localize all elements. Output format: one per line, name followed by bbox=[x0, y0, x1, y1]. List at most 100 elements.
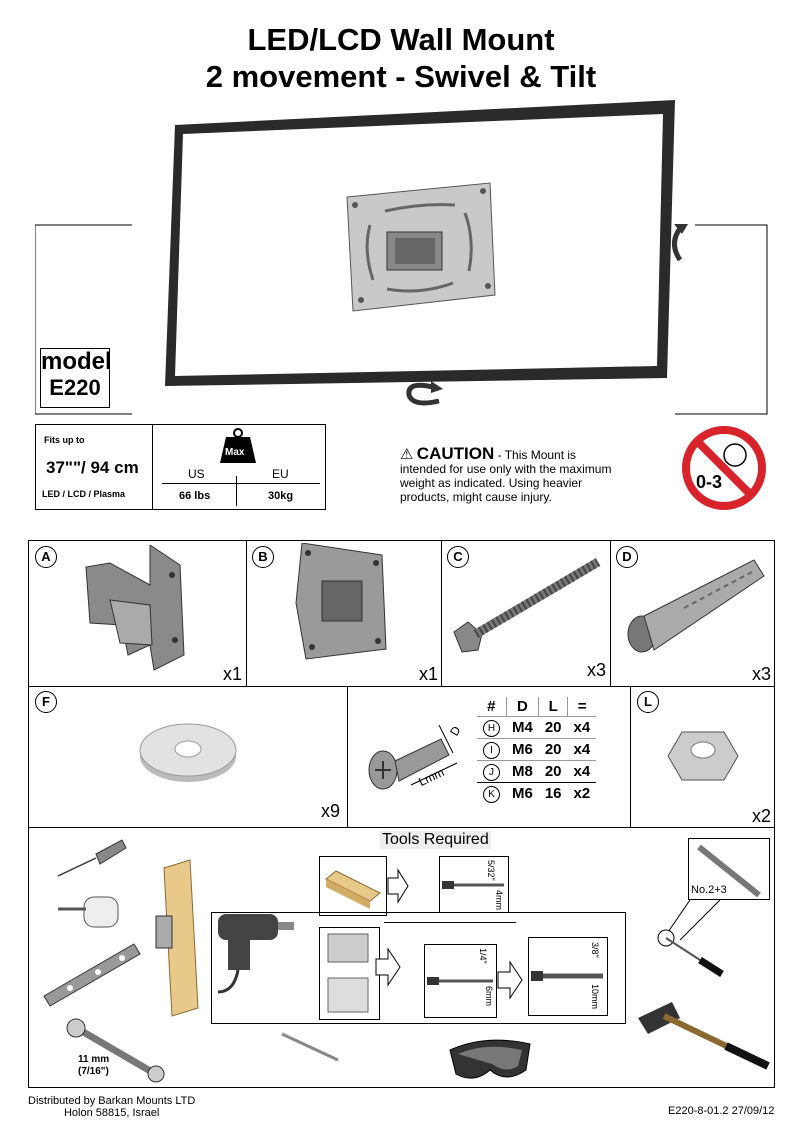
wall-bracket-image bbox=[85, 545, 185, 671]
wrench-icon bbox=[66, 1018, 165, 1083]
col-divider bbox=[610, 540, 611, 686]
table-row: H M4 20 x4 bbox=[477, 716, 597, 739]
arrow-right-icon bbox=[387, 868, 409, 904]
hammer-icon bbox=[638, 1002, 770, 1070]
part-letter-b: B bbox=[252, 546, 274, 568]
concrete-bit-mm: 10mm bbox=[590, 984, 600, 1010]
distributor-name: Distributed by Barkan Mounts LTD bbox=[28, 1095, 196, 1107]
caution-line: products, might cause injury. bbox=[400, 490, 552, 504]
row-l: 20 bbox=[544, 741, 562, 758]
screwdriver-callout bbox=[688, 838, 770, 900]
row-qty: x4 bbox=[573, 741, 591, 758]
table-header: = bbox=[567, 697, 597, 717]
col-divider bbox=[347, 686, 348, 827]
tools-heading: Tools Required bbox=[380, 831, 491, 849]
part-letter-a: A bbox=[35, 546, 57, 568]
arrow-right-icon bbox=[497, 960, 523, 1000]
part-letter-l: L bbox=[637, 691, 659, 713]
pencil-icon bbox=[281, 1032, 339, 1062]
wood-block-icon bbox=[325, 870, 381, 909]
wrench-size-inch: (7/16") bbox=[78, 1066, 109, 1077]
screwdriver-size: No.2+3 bbox=[691, 884, 727, 896]
part-letter-d: D bbox=[616, 546, 638, 568]
table-header: L bbox=[538, 697, 568, 717]
row-qty: x2 bbox=[573, 785, 591, 802]
brick-bit-box bbox=[424, 944, 497, 1018]
tilt-arrow-icon bbox=[672, 224, 688, 262]
caution-line: weight as indicated. Using heavier bbox=[400, 476, 583, 490]
divider bbox=[152, 425, 153, 509]
part-letter-f: F bbox=[35, 691, 57, 713]
drill-bit-icon bbox=[531, 971, 603, 981]
eu-value: 30kg bbox=[268, 490, 294, 502]
caution-lead: - This Mount is bbox=[494, 448, 577, 462]
caution-heading: CAUTION bbox=[416, 444, 495, 463]
brick-block-icon bbox=[327, 933, 369, 1013]
fits-size: 37""/ 94 cm bbox=[46, 458, 139, 477]
row-qty: x4 bbox=[573, 719, 591, 736]
weight-icon bbox=[220, 428, 256, 463]
distributor: Distributed by Barkan Mounts LTD Holon 5… bbox=[28, 1095, 195, 1119]
brick-bit-mm: 6mm bbox=[484, 986, 494, 1006]
rule bbox=[236, 476, 237, 506]
max-badge: Max bbox=[225, 447, 245, 458]
col-divider bbox=[441, 540, 442, 686]
row-d: M4 bbox=[512, 719, 533, 736]
part-qty-a: x1 bbox=[223, 664, 243, 684]
swivel-arrow-icon bbox=[406, 381, 443, 406]
col-divider bbox=[630, 686, 631, 827]
row-id: I bbox=[483, 742, 500, 759]
tv-plate-image bbox=[295, 543, 387, 660]
warning-icon: ⚠ bbox=[400, 446, 414, 463]
tv-mount-illustration bbox=[35, 100, 768, 415]
wood-material-box bbox=[319, 856, 387, 916]
title-line-2: 2 movement - Swivel & Tilt bbox=[205, 59, 597, 94]
part-qty-l: x2 bbox=[752, 806, 772, 826]
wrench-size: 11 mm (7/16") bbox=[78, 1054, 109, 1078]
table-header-row: # D L = bbox=[477, 697, 597, 717]
row-l: 16 bbox=[544, 785, 562, 802]
part-qty-c: x3 bbox=[587, 660, 607, 680]
wall-anchor-image bbox=[627, 559, 765, 653]
hex-nut-image bbox=[667, 731, 739, 781]
wrench-size-mm: 11 mm bbox=[78, 1054, 110, 1065]
wood-bit-box bbox=[439, 856, 509, 913]
part-qty-d: x3 bbox=[752, 664, 772, 684]
lag-screw-image bbox=[453, 558, 601, 653]
drilling-diagram bbox=[211, 912, 626, 1024]
part-letter-c: C bbox=[447, 546, 469, 568]
screwdriver-icon bbox=[657, 900, 724, 977]
screw-table: # D L = H M4 20 x4 I M6 20 x4 J M8 20 x4… bbox=[477, 697, 597, 805]
drill-bit-icon bbox=[427, 977, 493, 985]
row-d: M8 bbox=[512, 763, 533, 780]
wood-bit-inch: 5/32" bbox=[486, 860, 496, 881]
col-divider bbox=[246, 540, 247, 686]
table-row: K M6 16 x2 bbox=[477, 782, 597, 805]
fits-types: LED / LCD / Plasma bbox=[42, 489, 126, 499]
concrete-bit-box bbox=[528, 937, 608, 1016]
drill-bit-icon bbox=[442, 881, 504, 889]
row-id: K bbox=[483, 786, 500, 803]
part-qty-b: x1 bbox=[419, 664, 439, 684]
wood-stud-icon bbox=[155, 859, 199, 1017]
model-number: E220 bbox=[49, 375, 101, 400]
part-qty-f: x9 bbox=[321, 801, 341, 821]
table-row: I M6 20 x4 bbox=[477, 738, 597, 761]
table-header: # bbox=[487, 698, 496, 715]
arrow-right-icon bbox=[375, 947, 401, 987]
awl-icon bbox=[57, 839, 127, 877]
title-line-1: LED/LCD Wall Mount bbox=[247, 22, 555, 57]
age-warning-icon bbox=[682, 426, 766, 510]
row-divider bbox=[28, 686, 775, 687]
us-value: 66 lbs bbox=[179, 490, 211, 502]
concrete-bit-inch: 3/8" bbox=[590, 942, 600, 958]
safety-glasses-icon bbox=[449, 1039, 531, 1079]
model-box: model E220 bbox=[40, 348, 112, 408]
caution-line: intended for use only with the maximum bbox=[400, 462, 612, 476]
brick-bit-inch: 1/4" bbox=[478, 948, 488, 964]
fits-label: Fits up to bbox=[44, 435, 85, 445]
brick-material-box bbox=[319, 927, 380, 1020]
spirit-level-icon bbox=[43, 943, 141, 1007]
table-header: D bbox=[505, 697, 539, 717]
rule bbox=[162, 483, 320, 484]
